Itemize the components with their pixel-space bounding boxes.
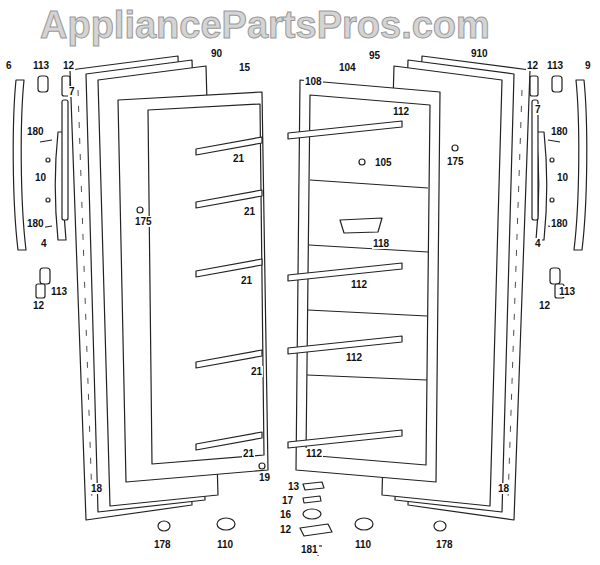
callout-number: 21 xyxy=(242,448,255,459)
callout-number: 112 xyxy=(345,352,363,363)
callout-number: 112 xyxy=(305,448,323,459)
callout-number: 178 xyxy=(435,539,454,550)
callout-number: 113 xyxy=(546,60,564,71)
callout-number: 178 xyxy=(153,539,172,550)
callout-number: 180 xyxy=(26,126,45,137)
callout-number: 110 xyxy=(354,539,372,550)
callout-number: 21 xyxy=(240,275,253,286)
callout-number: 15 xyxy=(238,62,251,73)
callout-number: 175 xyxy=(134,216,153,227)
callout-number: 112 xyxy=(392,106,410,117)
callout-number: 7 xyxy=(534,104,542,115)
callout-number: 9 xyxy=(584,60,592,71)
callout-number: 12 xyxy=(32,300,45,311)
callout-number: 180 xyxy=(550,218,569,229)
callout-number: 10 xyxy=(34,172,47,183)
callout-number: 17 xyxy=(281,495,294,506)
callout-number: 13 xyxy=(287,481,300,492)
callout-number: 12 xyxy=(538,300,551,311)
callout-number: 113 xyxy=(32,60,50,71)
callout-number: 21 xyxy=(243,206,256,217)
callout-number: 113 xyxy=(558,286,576,297)
callout-number: 12 xyxy=(279,524,292,535)
callout-number: 175 xyxy=(446,156,465,167)
callout-number: 180 xyxy=(26,218,45,229)
callout-number: 180 xyxy=(550,126,569,137)
callout-number: 16 xyxy=(279,509,292,520)
callout-number: 113 xyxy=(50,286,68,297)
callout-number: 18 xyxy=(497,483,510,494)
callout-number: 105 xyxy=(374,157,393,168)
callout-number: 910 xyxy=(470,48,489,59)
callout-number: 4 xyxy=(40,238,48,249)
callout-number: 118 xyxy=(372,238,390,249)
callout-number: 95 xyxy=(368,50,381,61)
callout-number: 90 xyxy=(210,48,223,59)
callout-number: 21 xyxy=(250,366,263,377)
callout-number: 112 xyxy=(350,279,368,290)
callout-number: 18 xyxy=(90,483,103,494)
callout-number: 4 xyxy=(534,238,542,249)
callout-number: 108 xyxy=(304,76,323,87)
callout-number: 7 xyxy=(68,86,76,97)
callout-number: 12 xyxy=(526,60,539,71)
callout-number: 21 xyxy=(232,153,245,164)
watermark: AppliancePartsPros.com xyxy=(40,4,490,46)
callout-number: 104 xyxy=(338,62,357,73)
callout-number: 12 xyxy=(62,60,75,71)
callout-number: 10 xyxy=(556,172,569,183)
callout-number: 181 xyxy=(300,544,319,555)
callout-number: 19 xyxy=(258,472,271,483)
callout-number: 6 xyxy=(5,60,13,71)
callout-number: 110 xyxy=(216,539,234,550)
